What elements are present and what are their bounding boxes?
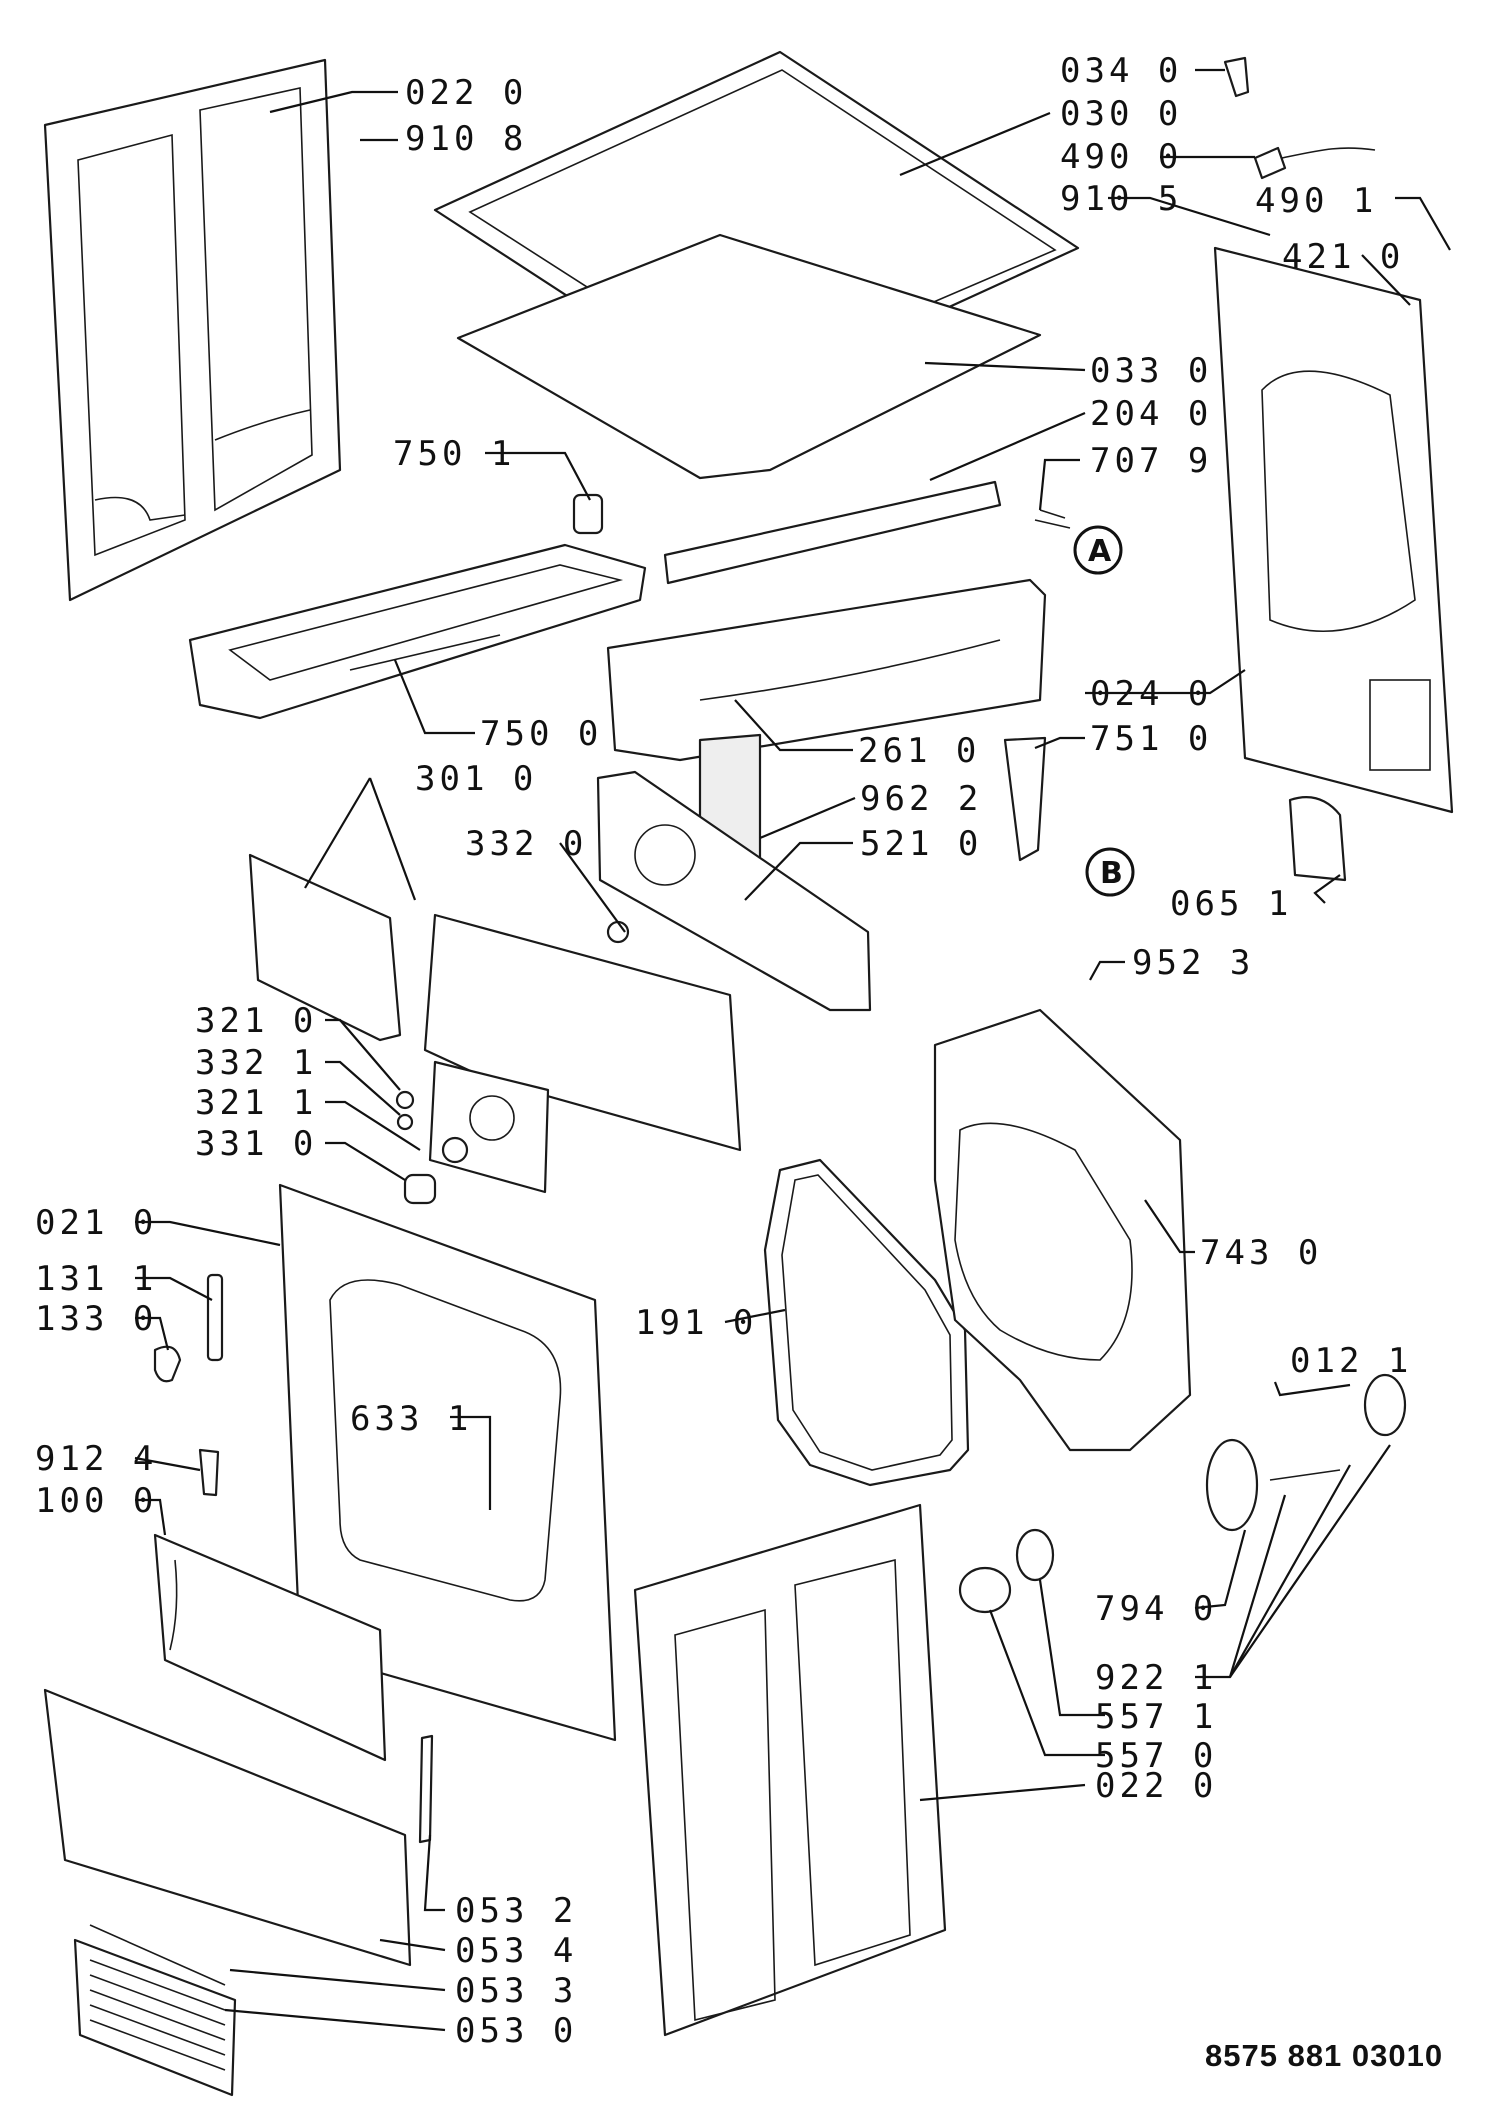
label-0240: 024 0 bbox=[1090, 674, 1212, 714]
label-3310: 331 0 bbox=[195, 1124, 317, 1164]
label-4210: 421 0 bbox=[1282, 237, 1404, 277]
label-0534: 053 4 bbox=[455, 1931, 577, 1971]
document-number: 8575 881 03010 bbox=[1205, 2038, 1444, 2073]
support-0532 bbox=[418, 1734, 434, 1844]
heater-5570 bbox=[958, 1566, 1012, 1614]
label-5570: 557 0 bbox=[1095, 1736, 1217, 1776]
label-0300: 030 0 bbox=[1060, 94, 1182, 134]
small-knobs bbox=[395, 1090, 469, 1205]
gasket-7940 bbox=[1205, 1438, 1259, 1532]
label-2040: 204 0 bbox=[1090, 394, 1212, 434]
back-panel bbox=[1213, 246, 1454, 814]
label-0530: 053 0 bbox=[455, 2011, 577, 2051]
plate-0651 bbox=[1288, 796, 1347, 882]
label-7501: 750 1 bbox=[393, 434, 515, 474]
guide-7510 bbox=[1003, 736, 1047, 862]
bush-7501 bbox=[572, 493, 604, 535]
label-3010: 301 0 bbox=[415, 759, 537, 799]
kickplate-0534 bbox=[43, 1688, 412, 1967]
drawer-housing bbox=[606, 578, 1047, 762]
label-9221: 922 1 bbox=[1095, 1658, 1217, 1698]
label-0220-bottom: 022 0 bbox=[1095, 1766, 1217, 1806]
door-1000 bbox=[153, 1533, 387, 1762]
hinge-1311 bbox=[206, 1273, 224, 1362]
callout-b-text: B bbox=[1100, 856, 1123, 891]
part-labels: 022 0 910 8 034 0 030 0 490 0 910 5 490 … bbox=[35, 51, 1412, 2051]
cover-strip-2040 bbox=[663, 480, 1002, 585]
bracket-0340 bbox=[1223, 56, 1250, 98]
label-7510: 751 0 bbox=[1090, 719, 1212, 759]
label-7430: 743 0 bbox=[1200, 1233, 1322, 1273]
label-6331: 633 1 bbox=[350, 1399, 472, 1439]
front-bulkhead bbox=[933, 1008, 1192, 1452]
frame-0533 bbox=[89, 1924, 226, 1986]
label-3321: 332 1 bbox=[195, 1043, 317, 1083]
label-0340: 034 0 bbox=[1060, 51, 1182, 91]
side-panel-right bbox=[633, 1503, 947, 2037]
front-panel bbox=[278, 1183, 617, 1742]
label-4900: 490 0 bbox=[1060, 137, 1182, 177]
label-1000: 100 0 bbox=[35, 1481, 157, 1521]
door-seal bbox=[763, 1158, 970, 1487]
top-cover bbox=[433, 50, 1080, 480]
plug-1330 bbox=[153, 1345, 182, 1383]
label-0210: 021 0 bbox=[35, 1203, 157, 1243]
label-0651: 065 1 bbox=[1170, 884, 1292, 924]
label-2610: 261 0 bbox=[858, 731, 980, 771]
label-0220-top: 022 0 bbox=[405, 73, 527, 113]
water-container bbox=[188, 543, 647, 720]
grill-0530 bbox=[73, 1938, 237, 2097]
label-1910: 191 0 bbox=[635, 1303, 757, 1343]
callout-a: A bbox=[1073, 525, 1123, 575]
screw-9124 bbox=[198, 1448, 220, 1497]
label-7079: 707 9 bbox=[1090, 441, 1212, 481]
side-panel-left bbox=[43, 58, 342, 602]
leader-lines bbox=[134, 68, 1451, 2032]
label-9108: 910 8 bbox=[405, 119, 527, 159]
label-3320: 332 0 bbox=[465, 824, 587, 864]
label-1330: 133 0 bbox=[35, 1299, 157, 1339]
electronic-module bbox=[596, 770, 872, 1012]
label-5571: 557 1 bbox=[1095, 1697, 1217, 1737]
label-9523: 952 3 bbox=[1132, 943, 1254, 983]
label-4901: 490 1 bbox=[1255, 181, 1377, 221]
spring-7079 bbox=[1034, 509, 1071, 529]
label-7500: 750 0 bbox=[480, 714, 602, 754]
label-1311: 131 1 bbox=[35, 1259, 157, 1299]
label-7940: 794 0 bbox=[1095, 1589, 1217, 1629]
label-9622: 962 2 bbox=[860, 779, 982, 819]
seal-5571 bbox=[1015, 1528, 1055, 1582]
label-3211: 321 1 bbox=[195, 1083, 317, 1123]
callout-a-text: A bbox=[1088, 534, 1112, 569]
label-0533: 053 3 bbox=[455, 1971, 577, 2011]
filter-0121 bbox=[1269, 1373, 1407, 1481]
callout-b: B bbox=[1085, 847, 1135, 897]
label-9105: 910 5 bbox=[1060, 179, 1182, 219]
label-0330: 033 0 bbox=[1090, 351, 1212, 391]
label-0121: 012 1 bbox=[1290, 1341, 1412, 1381]
label-3210: 321 0 bbox=[195, 1001, 317, 1041]
drawer-front bbox=[248, 853, 742, 1152]
label-9124: 912 4 bbox=[35, 1439, 157, 1479]
power-cord bbox=[1253, 146, 1376, 180]
label-5210: 521 0 bbox=[860, 824, 982, 864]
label-0532: 053 2 bbox=[455, 1891, 577, 1931]
